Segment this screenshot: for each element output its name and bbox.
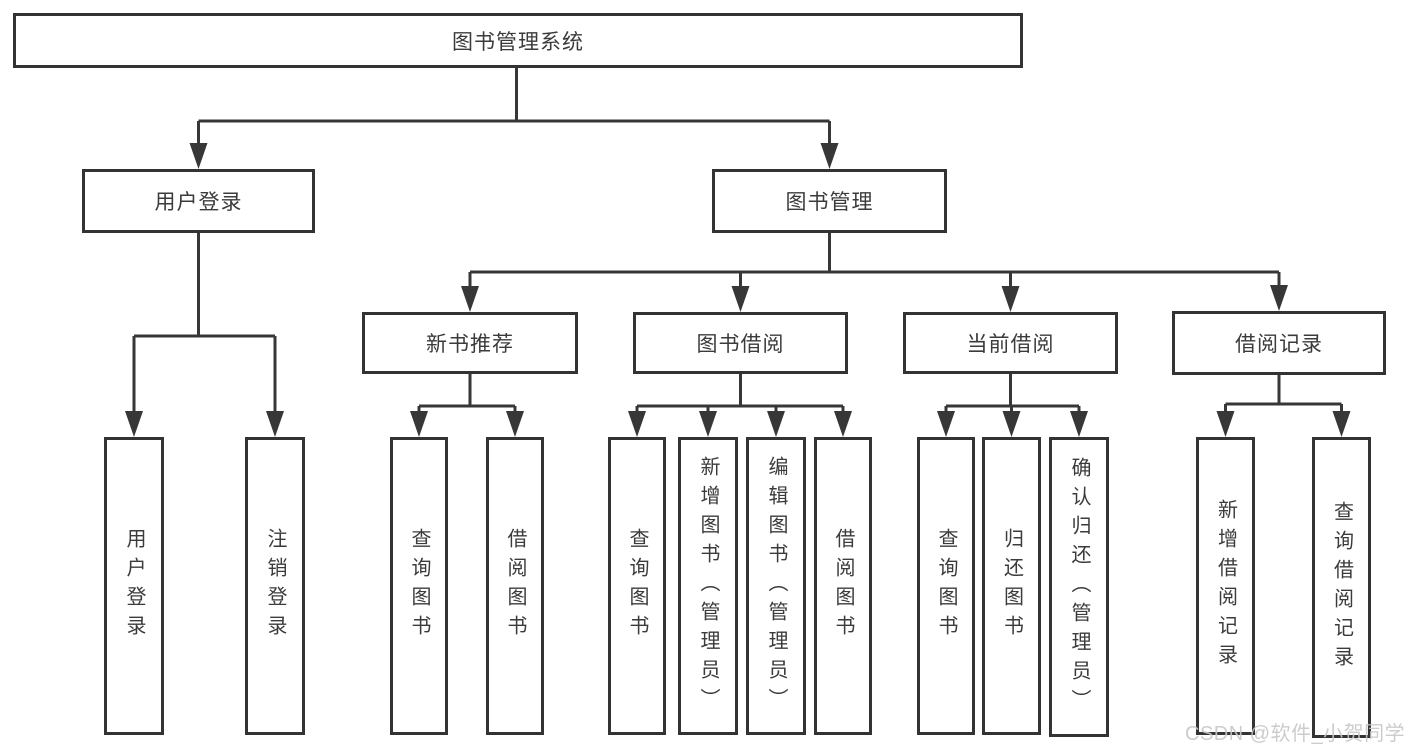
- connector-user-login-children: [125, 233, 284, 437]
- leaf-confirm-return-admin: 确认归还（管理员）: [1049, 437, 1109, 737]
- node-label: 新增借阅记录: [1214, 499, 1237, 673]
- node-label: 新增图书（管理员）: [697, 455, 719, 717]
- leaf-edit-books-admin: 编辑图书（管理员）: [746, 437, 806, 735]
- leaf-user-login: 用户登录: [104, 437, 164, 735]
- node-label: 当前借阅: [966, 333, 1055, 356]
- node-label: 图书借阅: [696, 333, 785, 356]
- leaf-query-borrow-record: 查询借阅记录: [1312, 437, 1371, 738]
- node-label: 用户登录: [123, 528, 145, 644]
- node-book-management: 图书管理: [712, 169, 947, 233]
- node-label: 借阅记录: [1235, 333, 1323, 356]
- node-book-borrowing: 图书借阅: [633, 312, 848, 374]
- leaf-query-books-2: 查询图书: [608, 437, 666, 735]
- node-borrowing-records: 借阅记录: [1172, 311, 1386, 375]
- csdn-watermark: CSDN @软件_小贺同学: [1185, 723, 1405, 745]
- node-label: 查询图书: [935, 528, 957, 644]
- leaf-borrow-books-2: 借阅图书: [814, 437, 872, 735]
- leaf-add-books-admin: 新增图书（管理员）: [678, 437, 738, 735]
- connector-book-management-children: [461, 233, 1288, 312]
- node-label: 图书管理系统: [452, 30, 584, 54]
- node-label: 查询图书: [626, 528, 648, 644]
- connector-new-book-recommendation-children: [410, 374, 524, 437]
- node-label: 注销登录: [264, 528, 286, 644]
- connector-root-to-level2: [189, 68, 839, 169]
- node-label: 查询借阅记录: [1330, 500, 1353, 675]
- leaf-return-books: 归还图书: [982, 437, 1041, 735]
- leaf-query-books-1: 查询图书: [390, 437, 448, 735]
- leaf-borrow-books-1: 借阅图书: [486, 437, 544, 735]
- node-label: 图书管理: [785, 191, 874, 214]
- leaf-logout: 注销登录: [245, 437, 305, 735]
- node-new-book-recommendation: 新书推荐: [362, 312, 578, 374]
- node-label: 新书推荐: [426, 333, 514, 356]
- node-user-login: 用户登录: [82, 169, 315, 233]
- leaf-add-borrow-record: 新增借阅记录: [1196, 437, 1255, 735]
- node-label: 用户登录: [154, 191, 243, 214]
- node-label: 查询图书: [408, 528, 430, 644]
- node-current-borrowing: 当前借阅: [903, 312, 1118, 374]
- node-library-management-system: 图书管理系统: [13, 13, 1023, 68]
- node-label: 归还图书: [1000, 528, 1023, 644]
- node-label: 借阅图书: [832, 528, 854, 644]
- connector-book-borrowing-children: [628, 374, 852, 437]
- leaf-query-books-3: 查询图书: [917, 437, 975, 735]
- connector-borrowing-records-children: [1216, 375, 1351, 437]
- node-label: 编辑图书（管理员）: [765, 455, 787, 717]
- node-label: 确认归还（管理员）: [1068, 456, 1090, 718]
- node-label: 借阅图书: [504, 528, 526, 644]
- connector-current-borrowing-children: [937, 374, 1088, 437]
